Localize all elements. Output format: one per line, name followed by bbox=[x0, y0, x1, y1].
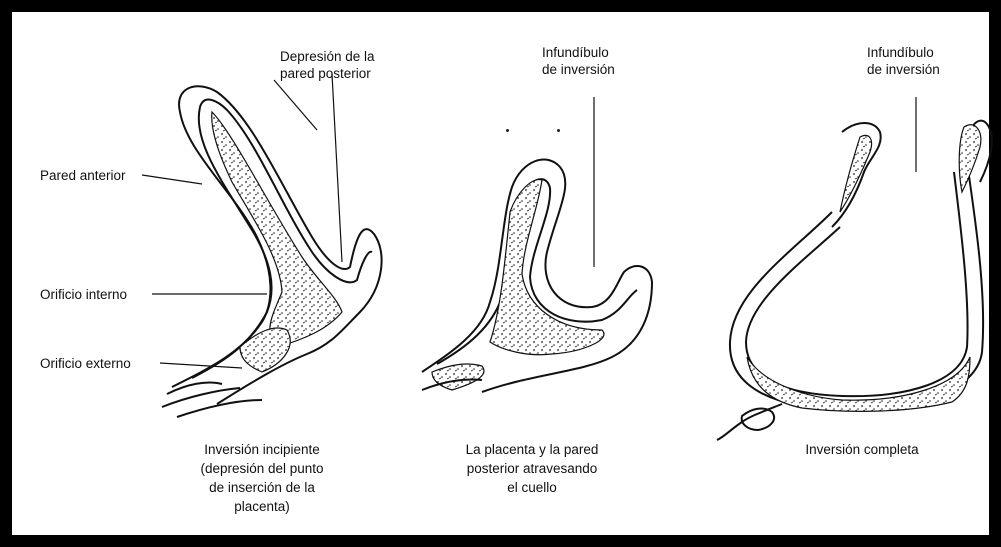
label-depresion-pared-posterior: Depresión de la pared posterior bbox=[280, 48, 375, 82]
caption-middle-line1: La placenta y la pared bbox=[432, 440, 632, 459]
label-orificio-interno: Orificio interno bbox=[40, 286, 127, 303]
caption-left-line1: Inversión incipiente bbox=[162, 440, 362, 459]
caption-left-line2: (depresión del punto bbox=[162, 459, 362, 478]
figure-placenta-through-cervix bbox=[422, 160, 652, 392]
speck-dot bbox=[506, 129, 509, 132]
label-infundibulo-mid-line1: Infundíbulo bbox=[542, 44, 615, 61]
speck-dot bbox=[557, 129, 560, 132]
caption-right-line1: Inversión completa bbox=[762, 440, 962, 459]
caption-inversion-incipiente: Inversión incipiente (depresión del punt… bbox=[162, 440, 362, 516]
caption-middle-line2: posterior atravesando bbox=[432, 459, 632, 478]
label-depresion-line2: pared posterior bbox=[280, 65, 375, 82]
figure-incipient-inversion bbox=[162, 86, 382, 417]
caption-middle-line3: el cuello bbox=[432, 478, 632, 497]
label-infundibulo-right: Infundíbulo de inversión bbox=[867, 44, 940, 78]
label-infundibulo-right-line2: de inversión bbox=[867, 61, 940, 78]
caption-left-line4: placenta) bbox=[162, 497, 362, 516]
label-infundibulo-middle: Infundíbulo de inversión bbox=[542, 44, 615, 78]
label-pared-anterior: Pared anterior bbox=[40, 167, 126, 184]
caption-left-line3: de inserción de la bbox=[162, 478, 362, 497]
label-depresion-line1: Depresión de la bbox=[280, 48, 375, 65]
label-infundibulo-mid-line2: de inversión bbox=[542, 61, 615, 78]
label-infundibulo-right-line1: Infundíbulo bbox=[867, 44, 940, 61]
figure-frame: Depresión de la pared posterior Infundíb… bbox=[10, 10, 991, 537]
figure-complete-inversion bbox=[717, 121, 992, 440]
label-orificio-externo: Orificio externo bbox=[40, 355, 131, 372]
caption-inversion-completa: Inversión completa bbox=[762, 440, 962, 459]
caption-placenta-pared-posterior: La placenta y la pared posterior atraves… bbox=[432, 440, 632, 497]
